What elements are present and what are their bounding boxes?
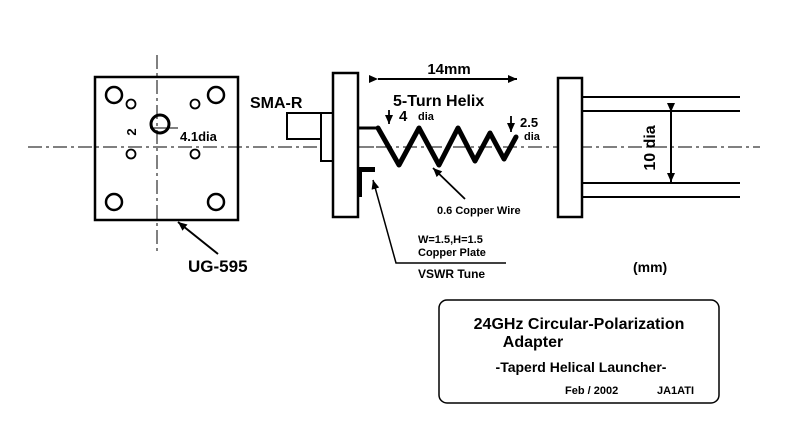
ug595-flange: 2 4.1dia UG-595	[93, 55, 248, 276]
flange-label: UG-595	[188, 257, 248, 276]
sma-body	[286, 112, 324, 140]
helix-end-dia-unit: dia	[524, 131, 541, 143]
flange-bolt-hole	[104, 85, 124, 105]
flange-dim-center: 2	[124, 128, 139, 135]
sma-connector-assembly: SMA-R	[250, 71, 380, 219]
helix-start-dia-value: 4	[399, 108, 408, 125]
helix-title: 5-Turn Helix	[393, 93, 484, 110]
sma-collar	[320, 112, 334, 162]
title-line1: 24GHz Circular-Polarization	[474, 316, 685, 333]
title-author: JA1ATI	[657, 385, 694, 397]
helix-coil	[375, 125, 519, 168]
tuning-plate-material: Copper Plate	[418, 247, 486, 259]
flange-center-hole	[149, 113, 171, 135]
title-box: 24GHz Circular-Polarization Adapter -Tap…	[438, 299, 720, 404]
tuning-plate	[357, 167, 375, 197]
sma-label: SMA-R	[250, 95, 303, 112]
flange-pin-hole	[125, 148, 137, 160]
flange-body	[93, 75, 240, 222]
flange-bolt-hole	[206, 85, 226, 105]
helix-start-dia-unit: dia	[418, 111, 435, 123]
tuning-plate-leader	[371, 179, 506, 264]
flange-pin-hole	[189, 98, 201, 110]
title-box-frame	[438, 299, 720, 404]
waveguide-dia-label: 10 dia	[642, 125, 659, 170]
tuning-plate-assembly: W=1.5,H=1.5 Copper Plate VSWR Tune	[357, 167, 506, 281]
title-line3: -Taperd Helical Launcher-	[496, 359, 667, 375]
wire-label: 0.6 Copper Wire	[437, 205, 521, 217]
flange-label-arrow	[177, 221, 219, 255]
flange-bolt-hole	[206, 192, 226, 212]
mounting-plate	[331, 71, 360, 219]
title-date: Feb / 2002	[565, 385, 618, 397]
helix-length-label: 14mm	[427, 61, 470, 78]
title-line2: Adapter	[503, 334, 563, 351]
tuning-plate-dims: W=1.5,H=1.5	[418, 234, 483, 246]
flange-pin-hole	[125, 98, 137, 110]
flange-hole-dia-label: 4.1dia	[180, 129, 218, 144]
tuning-plate-purpose: VSWR Tune	[418, 267, 485, 281]
waveguide-flange	[556, 76, 584, 219]
circular-waveguide: 10 dia	[556, 76, 740, 219]
units-label: (mm)	[633, 259, 667, 275]
flange-pin-hole	[189, 148, 201, 160]
wire-label-arrow	[432, 167, 466, 200]
helix-assembly: 14mm 5-Turn Helix 4 dia 2.5 dia 0.6 Copp…	[369, 61, 541, 217]
helix-end-dia-value: 2.5	[520, 115, 538, 130]
flange-bolt-hole	[104, 192, 124, 212]
